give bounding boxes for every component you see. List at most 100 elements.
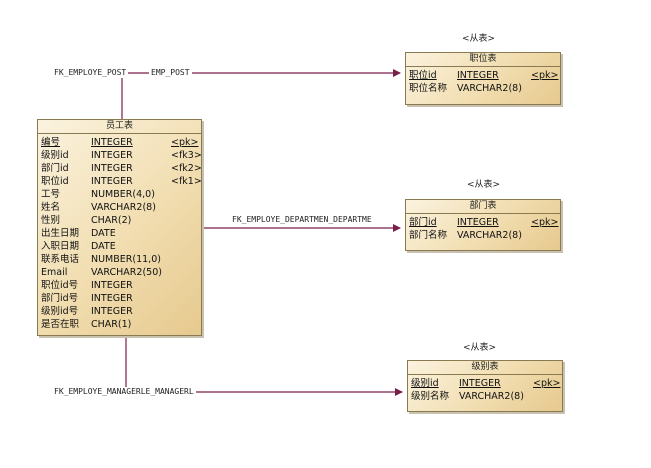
column-type: VARCHAR2(8) [457,230,522,241]
column-type: CHAR(1) [91,319,132,330]
column-row[interactable]: 职位名称 VARCHAR2(8) [409,82,557,95]
column-name: 部门名称 [409,230,448,241]
column-name: 部门id号 [41,293,79,304]
column-name: 部门id [409,217,437,228]
column-name: 级别id [411,378,439,389]
column-key [171,318,198,331]
column-key [171,305,198,318]
column-key: <pk> [531,70,559,81]
column-key [171,227,198,240]
dept-fk-label: FK_EMPLOYE_DEPARTMEN_DEPARTME [232,215,372,224]
column-row[interactable]: 编号 INTEGER <pk> [41,136,198,149]
column-type: INTEGER [91,163,133,174]
column-type: INTEGER [91,137,133,148]
column-name: 联系电话 [41,254,80,265]
column-key [171,201,198,214]
entity-columns: 职位id INTEGER <pk> 职位名称 VARCHAR2(8) [406,67,560,97]
column-row[interactable]: 级别id INTEGER <fk3> [41,149,202,162]
column-row[interactable]: Email VARCHAR2(50) [41,266,198,279]
column-name: 职位名称 [409,83,448,94]
column-type: INTEGER [91,280,133,291]
column-row[interactable]: 职位id INTEGER <pk> [409,69,559,82]
entity-columns: 部门id INTEGER <pk> 部门名称 VARCHAR2(8) [406,214,560,244]
column-row[interactable]: 级别id号 INTEGER [41,305,198,318]
column-type: VARCHAR2(8) [91,202,156,213]
entity-title: 职位表 [406,53,560,67]
column-key [171,253,198,266]
column-name: 入职日期 [41,241,80,252]
column-row[interactable]: 部门id INTEGER <fk2> [41,162,202,175]
column-name: 职位id [409,70,437,81]
column-key: <pk> [531,217,559,228]
column-type: INTEGER [459,378,501,389]
column-key [171,292,198,305]
column-key [171,214,198,227]
column-key [171,188,198,201]
column-type: NUMBER(4,0) [91,189,155,200]
post-stereotype: <从表> [462,34,496,44]
column-name: 级别id号 [41,306,79,317]
entity-title: 部门表 [406,200,560,214]
column-name: 职位id [41,176,69,187]
column-type: INTEGER [91,306,133,317]
column-row[interactable]: 入职日期 DATE [41,240,198,253]
column-row[interactable]: 部门id INTEGER <pk> [409,216,559,229]
column-row[interactable]: 级别名称 VARCHAR2(8) [411,390,559,403]
column-name: Email [41,267,68,278]
column-key: <pk> [171,137,199,148]
column-row[interactable]: 部门id号 INTEGER [41,292,198,305]
column-type: INTEGER [457,70,499,81]
column-type: INTEGER [91,176,133,187]
level-stereotype: <从表> [463,343,497,353]
column-name: 级别id [41,150,69,161]
column-type: VARCHAR2(50) [91,267,162,278]
post-fk-label: FK_EMPLOYE_POST [54,68,129,78]
column-name: 部门id [41,163,69,174]
column-row[interactable]: 职位id INTEGER <fk1> [41,175,202,188]
column-row[interactable]: 出生日期 DATE [41,227,198,240]
column-type: INTEGER [91,150,133,161]
column-name: 编号 [41,137,61,148]
column-row[interactable]: 职位id号 INTEGER [41,279,198,292]
column-type: VARCHAR2(8) [457,83,522,94]
column-type: VARCHAR2(8) [459,391,524,402]
entity-department[interactable]: 部门表 部门id INTEGER <pk> 部门名称 VARCHAR2(8) [405,199,561,251]
column-type: DATE [91,228,116,239]
column-name: 职位id号 [41,280,79,291]
column-name: 级别名称 [411,391,450,402]
level-relationship-line[interactable] [125,336,403,396]
column-row[interactable]: 姓名 VARCHAR2(8) [41,201,198,214]
column-row[interactable]: 工号 NUMBER(4,0) [41,188,198,201]
column-name: 工号 [41,189,61,200]
level-fk-label: FK_EMPLOYE_MANAGERLE_MANAGERL [54,387,196,397]
column-key [171,266,198,279]
column-key [533,390,559,403]
post-role-label: EMP_POST [149,68,192,78]
dept-stereotype: <从表> [467,180,501,190]
column-key [171,240,198,253]
column-type: INTEGER [457,217,499,228]
column-name: 姓名 [41,202,61,213]
column-key: <fk1> [171,176,202,187]
column-type: DATE [91,241,116,252]
entity-title: 员工表 [38,120,201,134]
column-key [531,82,557,95]
column-key [531,229,557,242]
column-name: 出生日期 [41,228,80,239]
column-row[interactable]: 部门名称 VARCHAR2(8) [409,229,557,242]
post-relationship-line[interactable] [121,69,401,120]
column-key: <fk2> [171,163,202,174]
column-name: 性别 [41,215,61,226]
entity-post[interactable]: 职位表 职位id INTEGER <pk> 职位名称 VARCHAR2(8) [405,52,561,105]
column-type: INTEGER [91,293,133,304]
column-key: <fk3> [171,150,202,161]
